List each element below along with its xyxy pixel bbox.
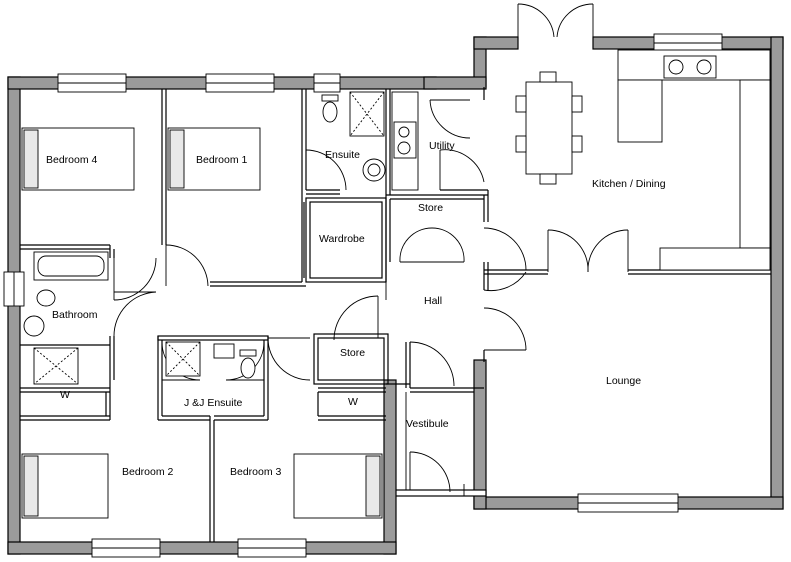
label-hall: Hall xyxy=(424,295,442,307)
label-store-upper: Store xyxy=(418,202,443,214)
label-w-right: W xyxy=(348,396,358,408)
toilet-bathroom xyxy=(36,289,56,307)
label-w-left: W xyxy=(60,389,70,401)
label-jj-ensuite: J &J Ensuite xyxy=(184,397,243,409)
basin-jj-ensuite xyxy=(213,343,235,359)
basin-bathroom xyxy=(23,315,45,337)
dining-table xyxy=(525,81,573,175)
label-wardrobe: Wardrobe xyxy=(319,233,365,245)
label-vestibule: Vestibule xyxy=(406,418,449,430)
label-bedroom2: Bedroom 2 xyxy=(122,466,174,478)
windows xyxy=(3,33,723,558)
label-bedroom4: Bedroom 4 xyxy=(46,154,98,166)
label-lounge: Lounge xyxy=(606,375,641,387)
doors xyxy=(113,3,629,496)
fixtures xyxy=(21,49,771,519)
label-bedroom1: Bedroom 1 xyxy=(196,154,248,166)
toilet-jj-ensuite xyxy=(240,357,256,379)
label-store-lower: Store xyxy=(340,347,365,359)
label-bedroom3: Bedroom 3 xyxy=(230,466,282,478)
toilet-ensuite xyxy=(322,101,338,123)
label-ensuite: Ensuite xyxy=(325,149,360,161)
interior-walls xyxy=(20,87,771,542)
label-bathroom: Bathroom xyxy=(52,309,98,321)
bed-bedroom4 xyxy=(21,127,135,191)
room-labels: Bedroom 4 Bedroom 1 Ensuite Utility Kitc… xyxy=(46,140,666,478)
label-utility: Utility xyxy=(429,140,455,152)
label-kitchen-dining: Kitchen / Dining xyxy=(592,178,666,190)
